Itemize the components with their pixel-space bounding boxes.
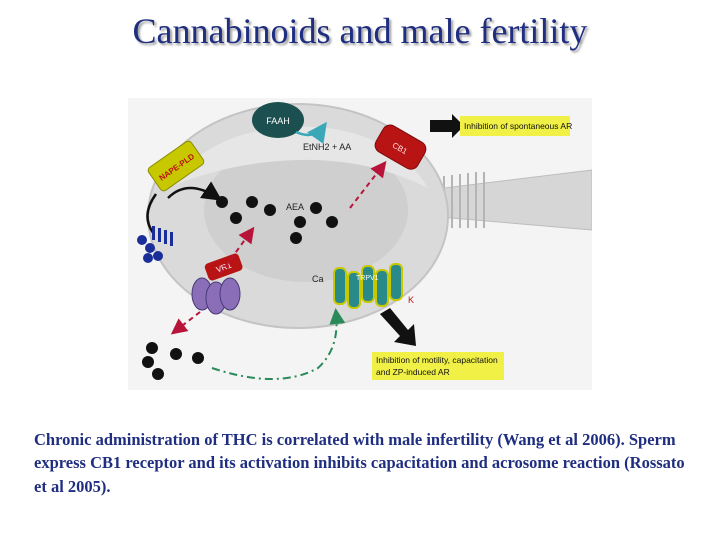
aea-label: AEA (286, 202, 304, 212)
napepld-to-aea-arrow (167, 181, 223, 201)
slide-title: Cannabinoids and male fertility (132, 11, 588, 51)
extracellular-aea-molecules (142, 342, 204, 380)
cb1-receptor: CB1 (374, 124, 427, 170)
inhibition-motility-text-1: Inhibition of motility, capacitation (376, 355, 498, 365)
faah-enzyme: FAAH (252, 102, 304, 138)
napepld-curve (146, 193, 158, 235)
cb1-dashed-arrow (349, 160, 387, 209)
faah-to-products-arrow (295, 121, 327, 145)
vr1-receptor: VR1 (204, 253, 243, 281)
transporter-dashed-arrow-down (170, 311, 201, 335)
inhibition-ar-text: Inhibition of spontaneous AR (464, 121, 572, 131)
aea-molecules (216, 196, 338, 244)
inhibition-motility-callout: Inhibition of motility, capacitation and… (372, 352, 504, 380)
k-label: K (408, 295, 414, 305)
motility-arrow (380, 308, 416, 346)
ca-label: Ca (312, 274, 324, 284)
trpv1-channel (333, 263, 403, 309)
products-label: EtNH2 + AA (303, 142, 351, 152)
sperm-nucleus (204, 138, 408, 282)
faah-label: FAAH (266, 116, 290, 126)
anandamide-transporter (191, 277, 241, 315)
endocannabinoid-sperm-diagram: FAAH EtNH2 + AA NAPE-PLD AEA CB1 (128, 98, 592, 390)
inhibition-ar-callout: Inhibition of spontaneous AR (430, 114, 572, 138)
transporter-dashed-arrow-up (219, 226, 255, 275)
slide-caption: Chronic administration of THC is correla… (34, 430, 685, 496)
trpv1-label: TRPV1 (356, 275, 379, 282)
acrosome-fold (168, 126, 428, 188)
inhibition-motility-text-2: and ZP-induced AR (376, 367, 450, 377)
phospholipid-cluster (137, 226, 173, 263)
aea-to-trpv1-arrow (211, 308, 346, 380)
